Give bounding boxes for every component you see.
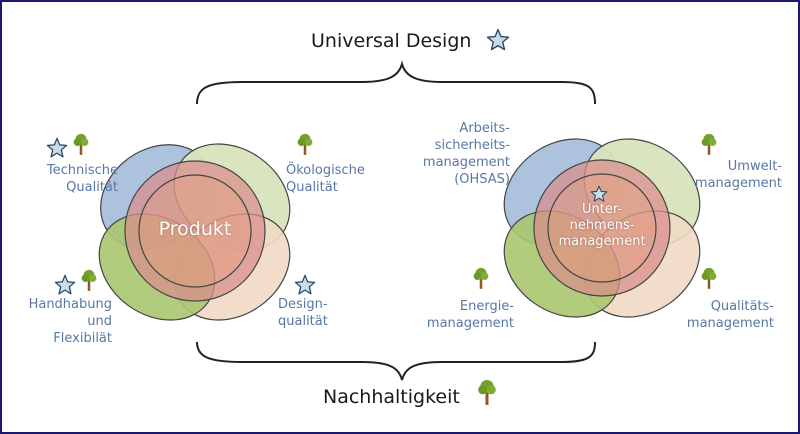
label-qualitaetsmanagement: Qualitäts- management [668,298,774,332]
label-line: Flexibilät [53,331,112,346]
label-line: management [422,155,510,170]
label-line: Handhabung [28,297,112,312]
star-icon [486,28,510,51]
inner-circle [138,174,252,288]
label-unternehmensmanagement: Unter- nehmens- management [552,202,652,250]
heading-nachhaltigkeit: Nachhaltigkeit [323,386,460,408]
label-line: management [686,316,774,331]
tree-icon [478,379,496,405]
label-line: Unter- [581,202,623,217]
center-circle [533,159,671,297]
label-line: (OHSAS) [454,172,510,187]
label-line: management [558,234,646,249]
label-line: Qualität [286,180,338,195]
tree-icon [473,267,489,289]
star-icon [54,274,76,295]
label-line: Qualitäts- [710,299,774,314]
label-line: Umwelt- [727,159,782,174]
label-line: sicherheits- [434,138,510,153]
label-energiemanagement: Energie- management [412,298,514,332]
right-cluster [503,138,701,318]
top-brace [196,60,596,105]
star-icon [294,274,316,295]
label-line: management [426,316,514,331]
label-technische-qualitaet: Technische Qualität [20,162,118,196]
label-line: Energie- [459,299,514,314]
label-line: management [694,176,782,191]
center-circle [124,160,266,302]
label-produkt: Produkt [158,218,232,240]
label-handhabung: Handhabung und Flexibilät [16,296,112,347]
bottom-brace [196,341,596,381]
tree-icon [81,269,97,291]
star-icon [46,137,68,158]
tree-icon [73,133,89,155]
tree-icon [297,133,313,155]
left-cluster [98,143,291,321]
label-line: nehmens- [569,218,635,233]
label-arbeitssicherheit: Arbeits- sicherheits- management (OHSAS) [410,120,510,188]
label-oekologische-qualitaet: Ökologische Qualität [286,162,396,196]
label-line: Arbeits- [459,121,510,136]
tree-icon [701,133,717,155]
tree-icon [701,267,717,289]
label-umweltmanagement: Umwelt- management [678,158,782,192]
label-line: qualität [278,314,328,329]
inner-circle [547,173,657,283]
label-designqualitaet: Design- qualität [278,296,368,330]
heading-universal-design: Universal Design [311,30,472,52]
label-line: Design- [278,297,328,312]
label-line: Technische [46,163,118,178]
label-line: und [87,314,112,329]
label-line: Qualität [66,180,118,195]
label-line: Ökologische [286,163,365,178]
